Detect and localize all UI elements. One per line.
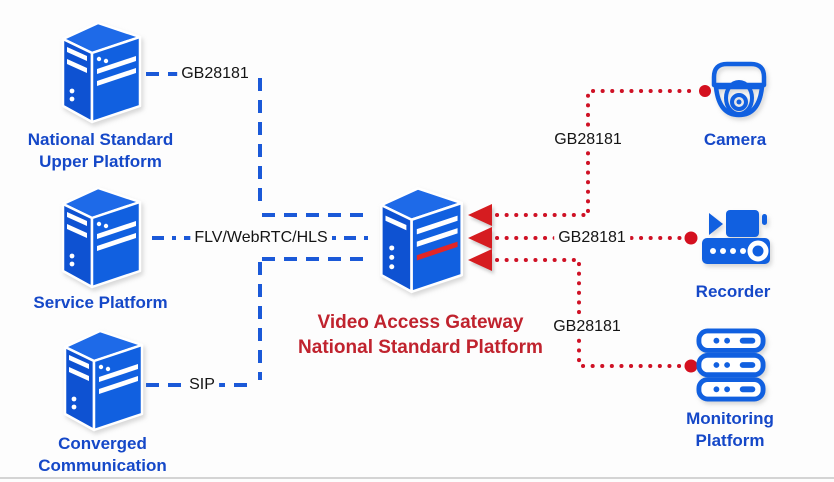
label-line: National Standard (27, 130, 174, 149)
label-camera: Camera (675, 129, 795, 151)
arrowhead-middle-icon (468, 227, 492, 249)
label-line: Converged (58, 434, 147, 453)
label-line: Recorder (695, 282, 771, 301)
link-label-gb28181-camera: GB28181 (550, 130, 626, 150)
server-tower-icon (61, 21, 142, 124)
server-tower-icon (61, 186, 142, 289)
label-line: Video Access Gateway (317, 312, 524, 333)
label-line: Monitoring (686, 409, 774, 428)
link-label-gb28181-recorder: GB28181 (554, 228, 630, 248)
label-upper-platform: National Standard Upper Platform (8, 129, 193, 173)
label-recorder: Recorder (673, 281, 793, 303)
label-line: Communication (38, 456, 167, 475)
endpoint-dot-monitoring (684, 359, 698, 373)
label-monitoring-platform: Monitoring Platform (670, 408, 790, 452)
label-line: Upper Platform (39, 152, 162, 171)
label-line: Platform (695, 431, 765, 450)
label-video-access-gateway: Video Access Gateway National Standard P… (288, 310, 553, 360)
bottom-edge-line (0, 477, 834, 479)
label-converged-communication: Converged Communication (10, 433, 195, 477)
rack-servers-icon (696, 328, 766, 402)
endpoint-dot-camera (699, 85, 711, 97)
arrowhead-bottom-icon (468, 249, 492, 271)
endpoint-dot-recorder (684, 231, 698, 245)
link-label-gb28181-upper: GB28181 (177, 64, 253, 84)
video-recorder-icon (702, 210, 770, 264)
link-label-gb28181-monitoring: GB28181 (549, 317, 625, 337)
label-line: National Standard Platform (298, 337, 543, 358)
server-tower-icon (63, 329, 144, 432)
label-service-platform: Service Platform (8, 292, 193, 314)
arrowhead-top-icon (468, 204, 492, 226)
label-line: Camera (703, 130, 767, 149)
link-label-sip: SIP (185, 375, 219, 395)
gateway-server-icon (380, 187, 464, 294)
link-label-flv-webrtc-hls: FLV/WebRTC/HLS (190, 228, 332, 248)
dome-camera-icon (711, 61, 767, 118)
label-line: Service Platform (33, 293, 168, 312)
